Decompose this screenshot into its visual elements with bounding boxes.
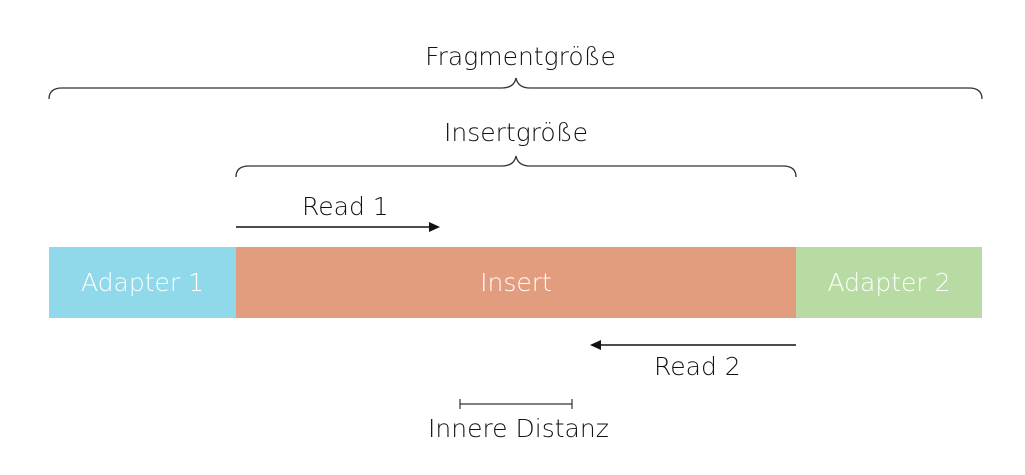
read1-label: Read 1 [302, 192, 389, 221]
insert-size-brace [235, 155, 797, 178]
insert-label: Insert [480, 268, 552, 297]
inner-distance-label: Innere Distanz [428, 414, 609, 443]
insert-segment: Insert [236, 247, 796, 318]
fragment-size-label: Fragmentgröße [425, 42, 616, 71]
adapter2-segment: Adapter 2 [796, 247, 982, 318]
adapter2-label: Adapter 2 [827, 268, 951, 297]
fragment-size-brace [48, 77, 983, 100]
read2-label: Read 2 [654, 352, 741, 381]
insert-size-label: Insertgröße [443, 118, 589, 147]
read1-arrow [236, 222, 440, 232]
inner-distance-bracket [459, 399, 573, 409]
adapter1-label: Adapter 1 [80, 268, 205, 297]
read2-arrow [590, 340, 796, 350]
adapter1-segment: Adapter 1 [49, 247, 236, 318]
